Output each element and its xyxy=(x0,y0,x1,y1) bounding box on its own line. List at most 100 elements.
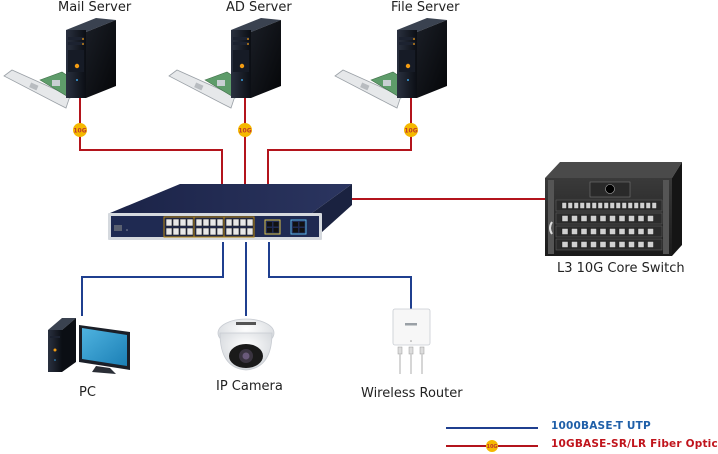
rj45-port xyxy=(225,218,233,227)
legend-badge-10g: 10G xyxy=(486,440,498,452)
pc-label: PC xyxy=(79,385,96,400)
rj45-port xyxy=(232,218,240,227)
svg-text:10G: 10G xyxy=(404,128,417,135)
network-diagram: 10G 10G 10G xyxy=(3,18,682,452)
line-cards xyxy=(555,199,663,251)
ad-server-icon[interactable] xyxy=(168,18,281,109)
line-card-port xyxy=(628,241,635,248)
rj45-port xyxy=(202,218,210,227)
line-card-port xyxy=(618,228,626,235)
rj45-port xyxy=(165,218,173,227)
rj45-port xyxy=(172,227,180,236)
poe-switch-icon[interactable] xyxy=(108,184,352,240)
sfp-ports-a xyxy=(264,219,281,235)
wireless-router-label: Wireless Router xyxy=(361,386,463,401)
link-wireless-router-utp xyxy=(268,242,412,310)
line-card-port xyxy=(618,215,626,222)
line-card-port xyxy=(621,202,627,209)
line-card-port xyxy=(609,228,616,235)
line-card-port xyxy=(580,215,588,222)
line-card-port xyxy=(647,228,654,235)
line-card xyxy=(555,212,663,225)
rj45-port xyxy=(246,227,254,236)
console-port xyxy=(114,225,122,231)
line-card-port xyxy=(637,241,645,248)
line-card-port xyxy=(571,215,578,222)
legend-utp-label: 1000BASE-T UTP xyxy=(551,420,651,432)
line-card-port xyxy=(639,202,645,209)
rj45-port xyxy=(172,218,180,227)
line-card-port xyxy=(599,228,607,235)
svg-text:10G: 10G xyxy=(73,128,86,135)
line-card-port xyxy=(628,228,635,235)
line-card-port xyxy=(615,202,621,209)
line-card-port xyxy=(609,241,616,248)
line-card xyxy=(555,238,663,251)
rj45-port xyxy=(239,218,247,227)
line-card-port xyxy=(561,202,567,209)
wireless-router-icon[interactable] xyxy=(392,308,431,374)
line-card-port xyxy=(585,202,591,209)
svg-text:10G: 10G xyxy=(238,128,251,135)
rj45-port xyxy=(179,227,187,236)
line-card-port xyxy=(580,241,588,248)
line-card-port xyxy=(603,202,609,209)
mail-server-icon[interactable] xyxy=(3,18,116,109)
line-card-port xyxy=(618,241,626,248)
line-card-port xyxy=(647,215,654,222)
line-card-port xyxy=(628,215,635,222)
rj45-port xyxy=(239,227,247,236)
line-card-port xyxy=(579,202,585,209)
ip-camera-label: IP Camera xyxy=(216,379,283,394)
badge-10g-ad: 10G xyxy=(238,123,252,137)
link-mail-server-fiber xyxy=(79,98,223,185)
line-card-port xyxy=(561,215,569,222)
line-card-port xyxy=(571,228,578,235)
line-card-port xyxy=(590,215,597,222)
line-card-port xyxy=(573,202,579,209)
pc-icon[interactable] xyxy=(48,318,130,374)
ip-camera-icon[interactable] xyxy=(217,318,275,371)
ad-server-label: AD Server xyxy=(226,0,292,15)
line-card-port xyxy=(637,215,645,222)
rj45-ports xyxy=(163,216,255,238)
line-card-port xyxy=(590,241,597,248)
rj45-port xyxy=(232,227,240,236)
line-card-port xyxy=(597,202,603,209)
line-card-port xyxy=(627,202,633,209)
line-card-port xyxy=(561,228,569,235)
line-card-port xyxy=(637,228,645,235)
line-card-port xyxy=(567,202,573,209)
line-card xyxy=(555,225,663,238)
line-card xyxy=(555,199,663,212)
rj45-port xyxy=(202,227,210,236)
legend-fiber-label: 10GBASE-SR/LR Fiber Optic xyxy=(551,438,718,450)
link-file-server-fiber xyxy=(267,98,412,185)
sfp-ports-b xyxy=(290,219,307,235)
rj45-port xyxy=(179,218,187,227)
rj45-port xyxy=(209,218,217,227)
rj45-port xyxy=(186,218,194,227)
rj45-port xyxy=(186,227,194,236)
line-card-port xyxy=(580,228,588,235)
antenna-icons xyxy=(397,346,425,374)
rj45-port xyxy=(209,227,217,236)
link-pc-utp xyxy=(81,242,224,316)
badge-10g-mail: 10G xyxy=(73,123,87,137)
line-card-port xyxy=(571,241,578,248)
line-card-port xyxy=(651,202,657,209)
badge-10g-file: 10G xyxy=(404,123,418,137)
rj45-port xyxy=(216,218,224,227)
line-card-port xyxy=(599,241,607,248)
core-switch-icon[interactable] xyxy=(545,162,682,256)
line-card-port xyxy=(609,202,615,209)
rj45-port xyxy=(246,218,254,227)
line-card-port xyxy=(633,202,639,209)
core-switch-label: L3 10G Core Switch xyxy=(557,261,685,276)
line-card-port xyxy=(590,228,597,235)
line-card-port xyxy=(599,215,607,222)
file-server-icon[interactable] xyxy=(334,18,447,109)
file-server-label: File Server xyxy=(391,0,460,15)
line-card-port xyxy=(591,202,597,209)
line-card-port xyxy=(561,241,569,248)
